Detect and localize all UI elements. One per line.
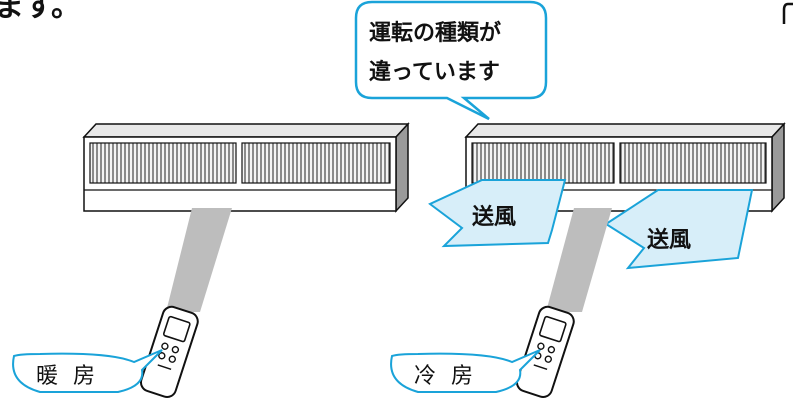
right-remote-beam [546,208,612,312]
left-airflow-arrow [428,179,567,248]
callout-line-2: 違っています [369,59,500,85]
left-mode-bubble [12,349,163,393]
left-remote-control[interactable] [139,304,200,399]
left-aircon-unit [82,122,410,213]
header-fragment: ます。 [0,0,81,24]
right-airflow-label: 送風 [647,227,691,253]
right-remote-control[interactable] [515,304,576,399]
page-edge-mark [782,2,793,24]
callout-line-1: 運転の種類が [369,20,501,46]
left-mode-label: 暖 房 [36,364,99,389]
left-remote-beam [166,208,232,312]
left-airflow-label: 送風 [472,204,516,230]
right-mode-label: 冷 房 [414,364,477,389]
callout-bubble [354,0,548,121]
right-mode-bubble [390,349,541,393]
